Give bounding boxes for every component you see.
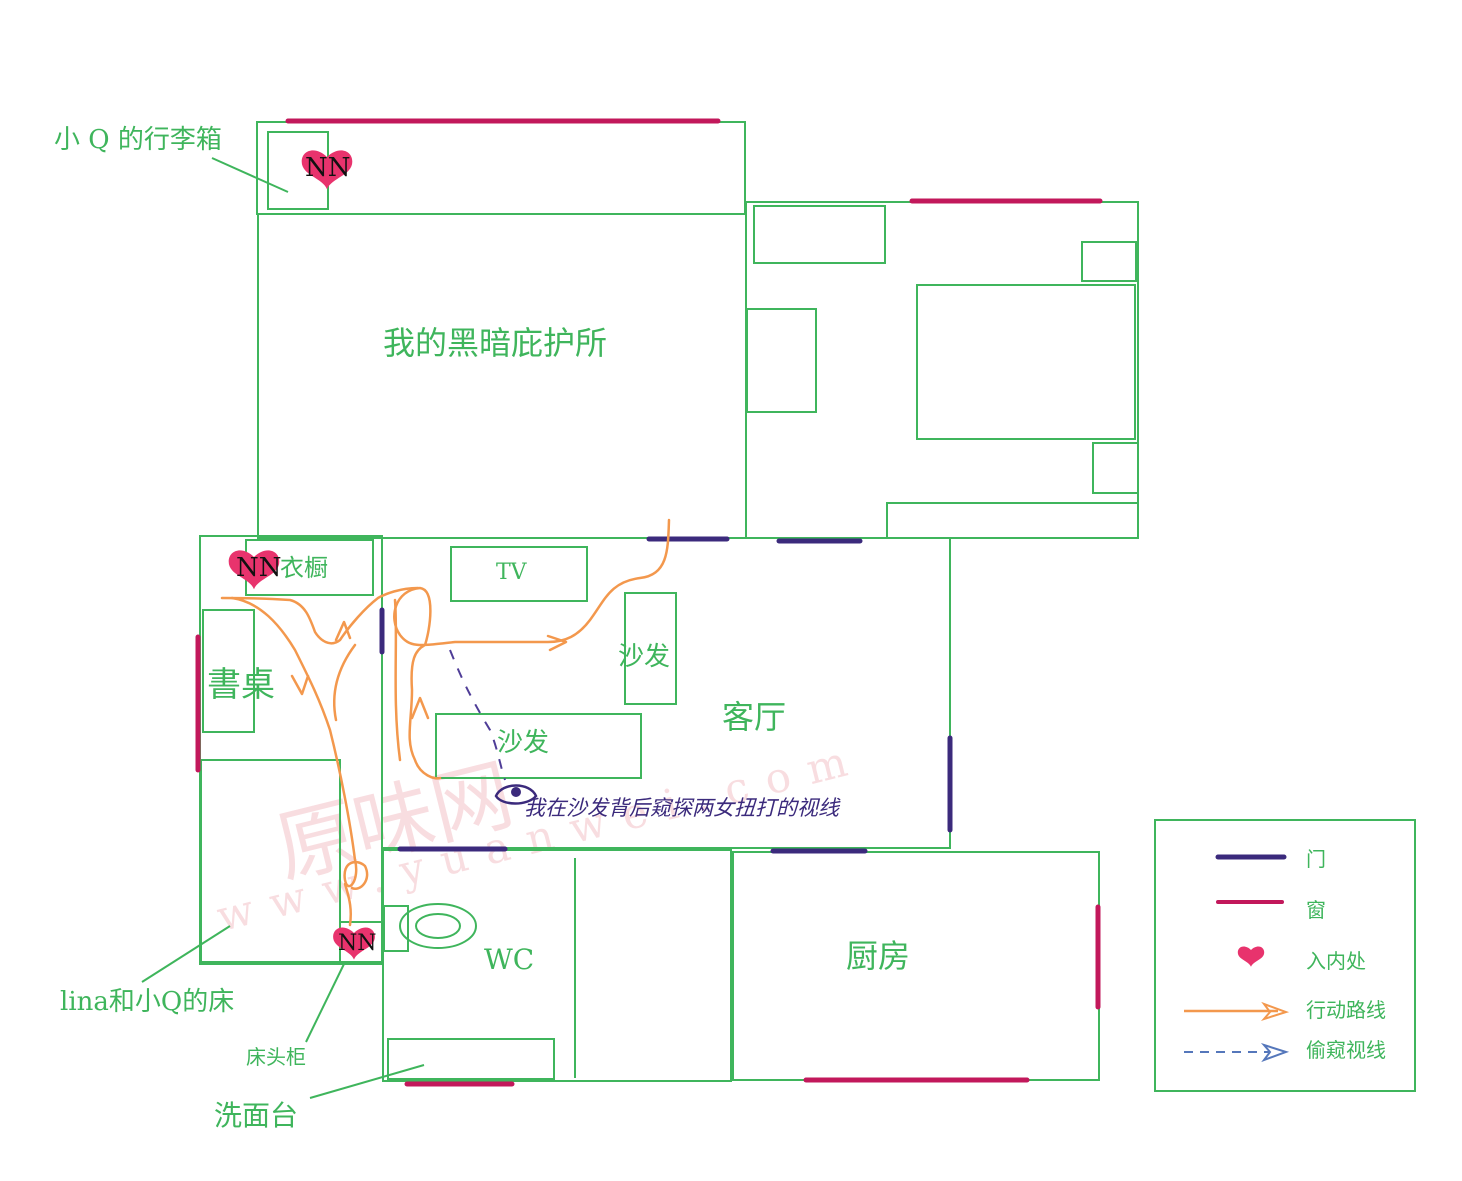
eye-pupil-icon <box>511 787 521 797</box>
room-label-living: 客厅 <box>722 698 786 736</box>
entry-mark-wardrobe: NN <box>236 553 282 583</box>
leader-line <box>309 1064 425 1099</box>
room-label-dark-shelter: 我的黑暗庇护所 <box>383 324 607 362</box>
right-nightstand-bottom <box>1092 442 1139 494</box>
route-inner <box>332 643 357 722</box>
route-bedroom-down <box>230 596 369 891</box>
peek-line <box>449 649 506 781</box>
route-arrow <box>334 620 352 642</box>
right-nightstand-top <box>1081 241 1137 282</box>
legend-peek-label: 偷窥视线 <box>1306 1038 1386 1062</box>
label-tv: TV <box>496 560 528 585</box>
heart-icon <box>1237 946 1265 967</box>
label-wardrobe: 衣橱 <box>280 554 328 582</box>
watermark: 原味网 www.yuanwei.com <box>212 733 869 941</box>
leader-line <box>305 963 345 1043</box>
route-bedroom-top <box>220 586 420 645</box>
legend-box <box>1154 819 1416 1092</box>
route-back <box>393 598 402 762</box>
entry-mark-nightstand: NN <box>338 931 377 956</box>
route-arrow <box>546 634 568 652</box>
kitchen <box>732 851 1100 1081</box>
walls <box>199 121 1416 1092</box>
sofa-bottom <box>435 713 642 779</box>
doors <box>379 536 953 854</box>
label-sofa-bottom: 沙发 <box>497 728 549 758</box>
wc-room <box>382 849 732 1082</box>
legend-entry-label: 入内处 <box>1306 949 1366 973</box>
room-label-wc: WC <box>484 943 534 976</box>
sofa-right <box>624 592 677 705</box>
callout-washbasin: 洗面台 <box>214 1099 298 1132</box>
room-label-kitchen: 厨房 <box>846 937 910 975</box>
arrow-icon <box>1260 1001 1290 1022</box>
route-to-nightstand <box>343 882 353 927</box>
right-bedroom-cabinet <box>753 205 886 264</box>
eye-icon <box>494 784 538 805</box>
entry-marks: NN NN NN <box>228 150 377 960</box>
legend-route-label: 行动路线 <box>1306 998 1386 1022</box>
action-route <box>220 518 671 927</box>
wc-tank <box>383 905 409 952</box>
arrow-icon <box>1260 1042 1290 1063</box>
right-bedroom-desk <box>746 308 817 413</box>
route-arrow <box>410 696 430 720</box>
right-bed <box>916 284 1136 440</box>
callout-lines <box>141 157 425 1099</box>
callout-peek-view: 我在沙发背后窥探两女扭打的视线 <box>524 796 841 820</box>
leader-line <box>211 157 289 193</box>
route-arrow <box>290 674 310 696</box>
right-bedroom <box>745 201 1139 539</box>
callout-luggage: 小 Q 的行李箱 <box>54 125 222 155</box>
legend-door-label: 门 <box>1306 847 1326 871</box>
desk <box>202 609 255 733</box>
washbasin <box>387 1038 555 1080</box>
entry-mark-luggage: NN <box>305 153 351 183</box>
callout-nightstand: 床头柜 <box>246 1045 306 1069</box>
legend-window-label: 窗 <box>1306 898 1326 922</box>
callout-bed: lina和小Q的床 <box>60 987 234 1017</box>
toilet-outer <box>399 903 477 949</box>
label-desk: 書桌 <box>207 665 275 705</box>
dark-shelter-room <box>257 213 747 539</box>
label-sofa-right: 沙发 <box>618 642 670 672</box>
windows <box>195 118 1103 1087</box>
leader-line <box>141 925 231 983</box>
peek-sight <box>449 649 538 805</box>
legend: 门 窗 入内处 行动路线 偷窥视线 <box>1184 847 1386 1063</box>
tv-cabinet <box>450 546 588 602</box>
right-bedroom-shelf <box>886 502 1139 539</box>
toilet-inner <box>415 913 461 939</box>
lina-bed <box>200 759 341 963</box>
